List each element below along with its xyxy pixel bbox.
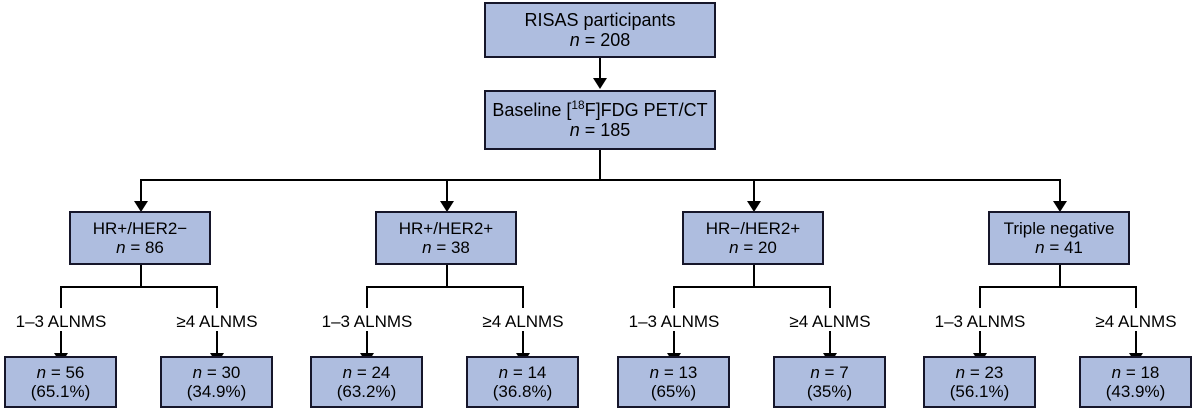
node-leaf-4: n = 14 (36.8%): [466, 356, 579, 408]
arrowhead-subtype-3: [747, 201, 761, 212]
node-leaf-5: n = 13 (65%): [617, 356, 730, 408]
node-risas-participants: RISAS participants n = 208: [484, 2, 716, 58]
leaf-percent: (43.9%): [1105, 382, 1166, 401]
split-bar-subtype-4: [979, 286, 1137, 288]
node-leaf-3: n = 24 (63.2%): [310, 356, 423, 408]
connector-branch-2-high-lower: [522, 331, 524, 355]
connector-branch-1-high-upper: [216, 286, 218, 308]
distribution-bar-subtypes: [140, 179, 1060, 181]
leaf-percent: (65.1%): [30, 382, 91, 401]
connector-branch-3-low-upper: [673, 286, 675, 308]
node-leaf-2: n = 30 (34.9%): [160, 356, 273, 408]
node-label: HR+/HER2+: [398, 218, 494, 238]
node-count: n = 20: [729, 238, 777, 257]
connector-branch-2-low-upper: [366, 286, 368, 308]
connector-branch-3-high-upper: [829, 286, 831, 308]
connector-to-subtype-1: [140, 179, 142, 203]
leaf-count: n = 18: [1111, 362, 1160, 382]
connector-subtype-2-stem: [446, 265, 448, 287]
leaf-percent: (34.9%): [186, 382, 247, 401]
split-bar-subtype-2: [366, 286, 524, 288]
connector-branch-1-low-upper: [60, 286, 62, 308]
connector-branch-1-high-lower: [216, 331, 218, 355]
node-baseline-petct: Baseline [18F]FDG PET/CT n = 185: [484, 90, 716, 150]
node-label: Baseline [18F]FDG PET/CT: [492, 97, 708, 120]
node-subtype-hr-neg-her2-pos: HR−/HER2+ n = 20: [682, 211, 824, 265]
leaf-count: n = 56: [36, 362, 85, 382]
leaf-percent: (63.2%): [336, 382, 397, 401]
split-bar-subtype-1: [60, 286, 218, 288]
node-count: n = 208: [569, 30, 631, 50]
node-label: HR+/HER2−: [92, 218, 188, 238]
connector-to-subtype-2: [446, 179, 448, 203]
arrowhead-subtype-1: [134, 201, 148, 212]
leaf-percent: (65%): [650, 382, 697, 401]
branch-caption-1-high: ≥4 ALNMS: [176, 312, 258, 331]
connector-branch-2-high-upper: [522, 286, 524, 308]
connector-branch-3-high-lower: [829, 331, 831, 355]
arrowhead-subtype-4: [1053, 201, 1067, 212]
arrowhead-subtype-2: [440, 201, 454, 212]
node-label: HR−/HER2+: [705, 218, 801, 238]
connector-root-to-baseline: [599, 58, 601, 80]
connector-branch-4-low-upper: [979, 286, 981, 308]
leaf-count: n = 30: [192, 362, 241, 382]
leaf-count: n = 24: [342, 362, 391, 382]
node-label: RISAS participants: [524, 9, 676, 30]
connector-branch-4-low-lower: [979, 331, 981, 355]
node-count: n = 86: [116, 238, 164, 257]
branch-caption-4-low: 1–3 ALNMS: [934, 312, 1026, 331]
connector-branch-4-high-lower: [1135, 331, 1137, 355]
connector-subtype-4-stem: [1059, 265, 1061, 287]
leaf-percent: (36.8%): [492, 382, 553, 401]
leaf-percent: (35%): [806, 382, 853, 401]
connector-branch-2-low-lower: [366, 331, 368, 355]
branch-caption-2-low: 1–3 ALNMS: [321, 312, 413, 331]
node-subtype-hr-pos-her2-neg: HR+/HER2− n = 86: [69, 211, 211, 265]
leaf-count: n = 13: [649, 362, 698, 382]
connector-subtype-3-stem: [753, 265, 755, 287]
node-label: Triple negative: [1003, 218, 1115, 238]
node-leaf-1: n = 56 (65.1%): [4, 356, 117, 408]
leaf-count: n = 14: [498, 362, 547, 382]
split-bar-subtype-3: [673, 286, 831, 288]
branch-caption-3-low: 1–3 ALNMS: [628, 312, 720, 331]
node-count: n = 41: [1035, 238, 1083, 257]
node-leaf-6: n = 7 (35%): [773, 356, 886, 408]
branch-caption-1-low: 1–3 ALNMS: [15, 312, 107, 331]
connector-branch-4-high-upper: [1135, 286, 1137, 308]
arrowhead-baseline: [593, 78, 607, 89]
connector-branch-1-low-lower: [60, 331, 62, 355]
leaf-count: n = 7: [810, 362, 849, 382]
connector-to-subtype-3: [753, 179, 755, 203]
connector-to-subtype-4: [1059, 179, 1061, 203]
node-count: n = 38: [422, 238, 470, 257]
connector-baseline-to-split: [599, 150, 601, 180]
connector-subtype-1-stem: [140, 265, 142, 287]
node-count: n = 185: [569, 120, 631, 140]
branch-caption-2-high: ≥4 ALNMS: [482, 312, 564, 331]
node-subtype-hr-pos-her2-pos: HR+/HER2+ n = 38: [375, 211, 517, 265]
node-leaf-8: n = 18 (43.9%): [1079, 356, 1192, 408]
branch-caption-4-high: ≥4 ALNMS: [1095, 312, 1177, 331]
node-leaf-7: n = 23 (56.1%): [923, 356, 1036, 408]
node-subtype-triple-negative: Triple negative n = 41: [988, 211, 1130, 265]
connector-branch-3-low-lower: [673, 331, 675, 355]
leaf-count: n = 23: [955, 362, 1004, 382]
leaf-percent: (56.1%): [949, 382, 1010, 401]
branch-caption-3-high: ≥4 ALNMS: [789, 312, 871, 331]
